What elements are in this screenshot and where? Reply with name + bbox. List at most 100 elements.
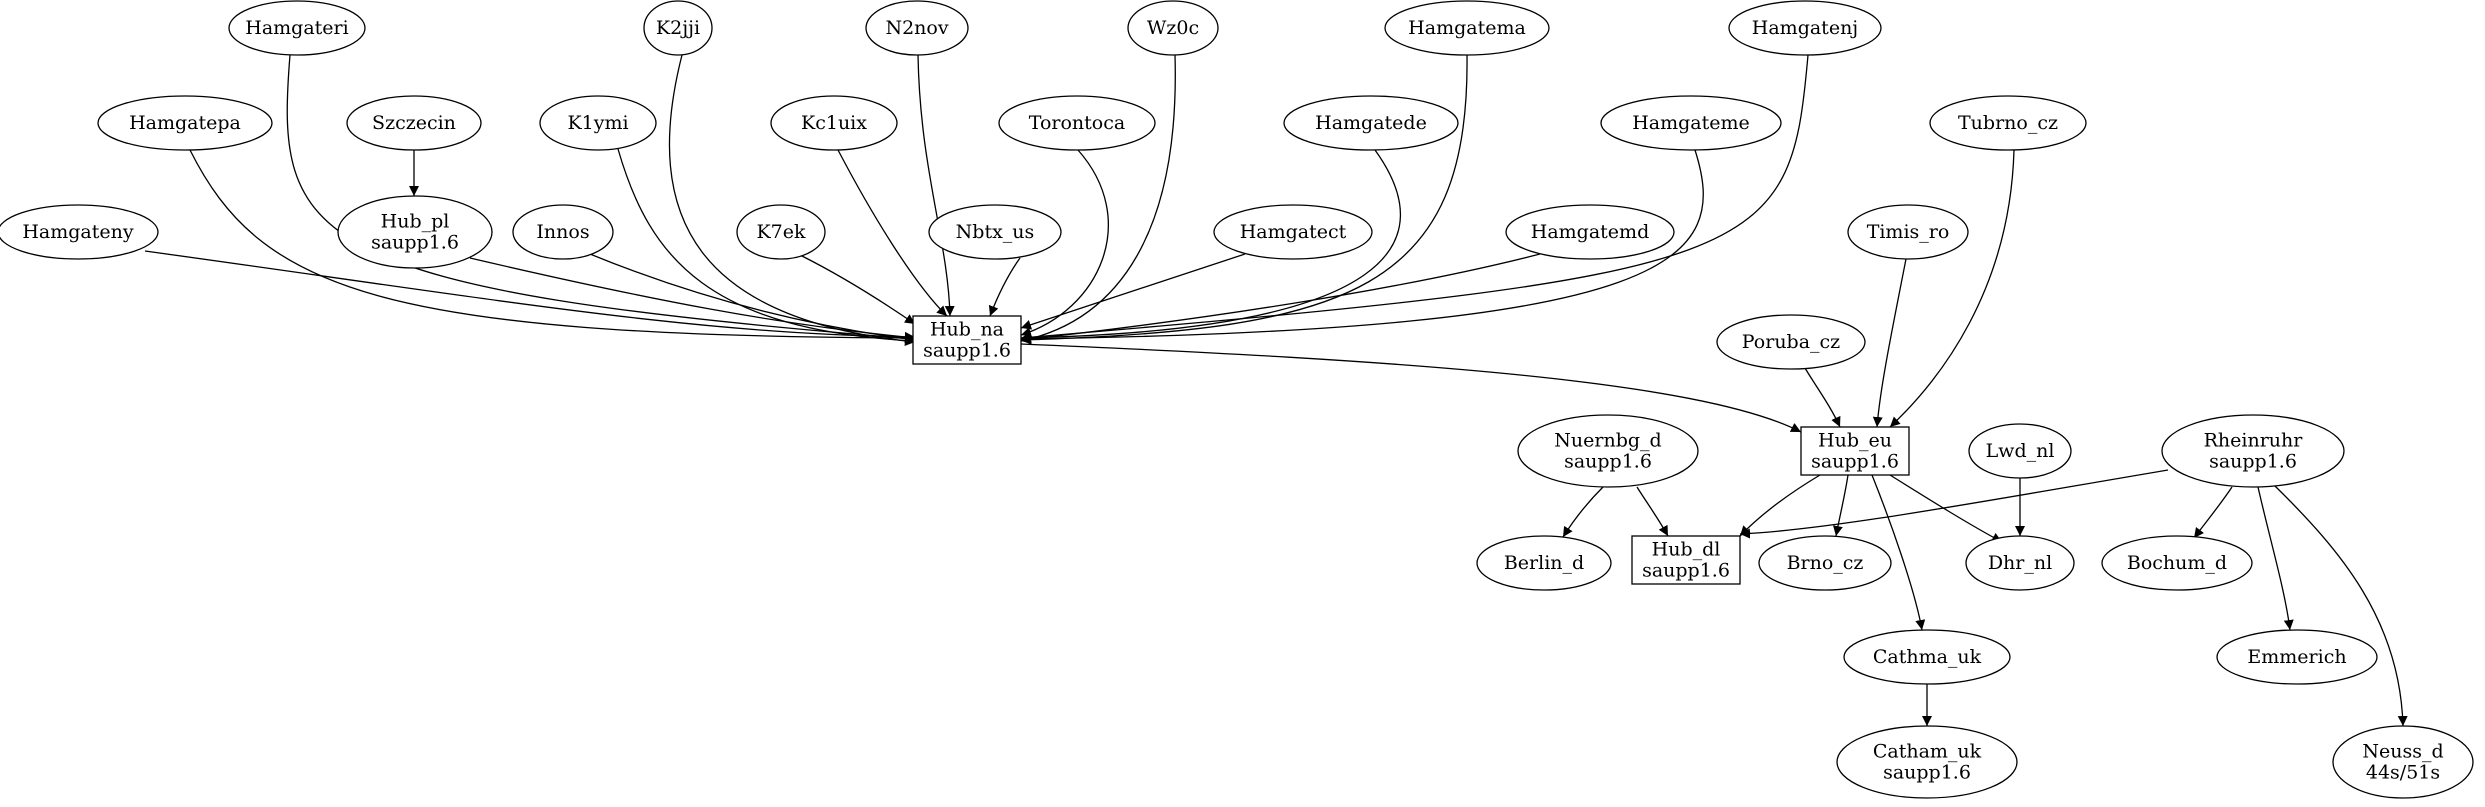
node-label: Wz0c <box>1147 17 1199 39</box>
node-label: Hub_dl <box>1652 539 1721 561</box>
node-ellipse <box>865 0 969 56</box>
node-label: Bochum_d <box>2127 552 2227 574</box>
node-ellipse <box>928 204 1062 260</box>
edges-layer <box>144 54 2408 727</box>
node-ellipse <box>736 204 826 260</box>
node-label: Hub_na <box>930 319 1004 341</box>
edge-hub_eu-to-dhr_nl <box>1889 474 2003 543</box>
node-label: Szczecin <box>372 112 456 134</box>
edge-hub_eu-to-brno_cz <box>1832 474 1849 537</box>
node-ellipse <box>337 195 493 269</box>
edge-kc1uix-to-hub_na <box>837 149 948 317</box>
node-label: Hamgatenj <box>1752 17 1858 39</box>
node-hamgatepa: Hamgatepa <box>97 95 273 151</box>
node-label: K2jji <box>656 17 700 39</box>
edge-torontoca-to-hub_na <box>1020 149 1109 337</box>
node-label: Berlin_d <box>1504 552 1584 574</box>
edge-rheinruhr-to-bochum_d <box>2193 486 2233 539</box>
node-ellipse <box>1716 314 1866 370</box>
node-label: Hub_pl <box>381 211 450 233</box>
node-poruba-cz: Poruba_cz <box>1716 314 1866 370</box>
node-k2jji: K2jji <box>643 0 713 56</box>
node-ellipse <box>998 95 1156 151</box>
node-ellipse <box>1517 414 1699 488</box>
edge-nuernbg_d-to-berlin_d <box>1562 486 1604 538</box>
node-ellipse <box>1843 629 2011 685</box>
node-ellipse <box>2161 414 2345 488</box>
node-label: saupp1.6 <box>1883 762 1971 784</box>
node-label: Torontoca <box>1029 112 1125 134</box>
edge-rheinruhr-to-emmerich <box>2257 486 2294 631</box>
node-ellipse <box>1127 0 1219 56</box>
edge-k7ek-to-hub_na <box>799 254 916 325</box>
node-box <box>912 315 1022 365</box>
node-label: saupp1.6 <box>923 340 1011 362</box>
edge-n2nov-to-hub_na <box>917 54 955 317</box>
node-ellipse <box>228 0 366 56</box>
edge-tubrno_cz-to-hub_eu <box>1889 149 2015 428</box>
node-ellipse <box>0 204 159 260</box>
node-label: saupp1.6 <box>1564 451 1652 473</box>
node-szczecin: Szczecin <box>346 95 482 151</box>
node-label: Lwd_nl <box>1986 440 2055 462</box>
edge-hamgatede-to-hub_na <box>1020 149 1402 343</box>
node-ellipse <box>1213 204 1373 260</box>
node-label: saupp1.6 <box>371 232 459 254</box>
node-ellipse <box>1847 204 1969 260</box>
node-ellipse <box>1384 0 1550 56</box>
node-label: Rheinruhr <box>2204 430 2304 452</box>
node-hamgatenj: Hamgatenj <box>1728 0 1882 56</box>
node-label: Hub_eu <box>1818 430 1892 452</box>
node-label: Hamgateri <box>245 17 348 39</box>
edge-rheinruhr-to-neuss_d <box>2274 485 2408 727</box>
node-label: Tubrno_cz <box>1958 112 2058 134</box>
node-label: K7ek <box>756 221 806 243</box>
edge-rheinruhr-to-hub_dl <box>1739 469 2169 539</box>
node-torontoca: Torontoca <box>998 95 1156 151</box>
node-label: N2nov <box>885 17 948 39</box>
edge-wz0c-to-hub_na <box>1020 54 1176 344</box>
node-hamgateme: Hamgateme <box>1600 95 1782 151</box>
edge-nuernbg_d-to-hub_dl <box>1636 486 1669 537</box>
node-hamgatema: Hamgatema <box>1384 0 1550 56</box>
node-label: saupp1.6 <box>1642 560 1730 582</box>
node-ellipse <box>1728 0 1882 56</box>
node-label: saupp1.6 <box>1811 451 1899 473</box>
node-kc1uix: Kc1uix <box>770 95 898 151</box>
node-hamgatemd: Hamgatemd <box>1505 204 1675 260</box>
node-ellipse <box>1283 95 1459 151</box>
edge-innos-to-hub_na <box>589 253 916 344</box>
node-label: Neuss_d <box>2362 741 2443 763</box>
node-lwd-nl: Lwd_nl <box>1968 423 2072 479</box>
node-ellipse <box>2101 535 2253 591</box>
node-label: Emmerich <box>2247 646 2346 668</box>
node-ellipse <box>346 95 482 151</box>
node-emmerich: Emmerich <box>2216 629 2378 685</box>
node-k7ek: K7ek <box>736 204 826 260</box>
node-brno-cz: Brno_cz <box>1758 535 1892 591</box>
node-label: K1ymi <box>567 112 628 134</box>
edge-hamgateme-to-hub_na <box>1020 149 1704 344</box>
node-n2nov: N2nov <box>865 0 969 56</box>
node-dhr-nl: Dhr_nl <box>1965 535 2075 591</box>
edge-hamgatepa-to-hub_na <box>189 149 916 343</box>
node-hamgateri: Hamgateri <box>228 0 366 56</box>
node-label: Kc1uix <box>801 112 867 134</box>
node-label: Brno_cz <box>1787 552 1864 574</box>
node-nbtx-us: Nbtx_us <box>928 204 1062 260</box>
node-cathma-uk: Cathma_uk <box>1843 629 2011 685</box>
node-hamgatect: Hamgatect <box>1213 204 1373 260</box>
node-ellipse <box>2332 725 2474 799</box>
node-berlin-d: Berlin_d <box>1476 535 1612 591</box>
node-box <box>1631 535 1741 585</box>
node-label: Nbtx_us <box>956 221 1035 243</box>
node-label: Innos <box>536 221 589 243</box>
node-ellipse <box>512 204 614 260</box>
node-label: Hamgatema <box>1408 17 1526 39</box>
